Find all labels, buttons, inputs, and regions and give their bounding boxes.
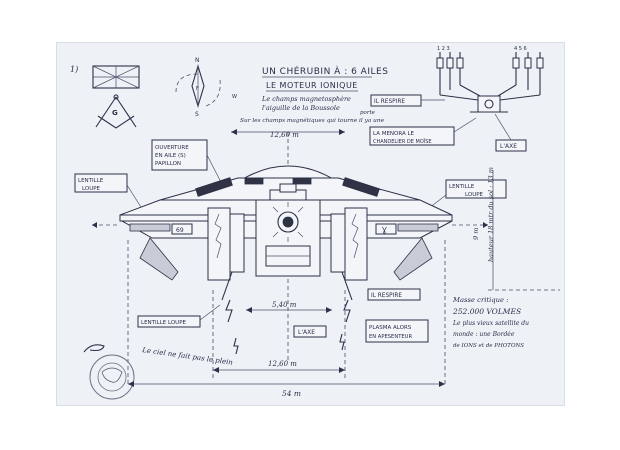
compass-north: N <box>195 57 200 64</box>
respire-bottom-box <box>367 288 421 301</box>
svg-text:G: G <box>112 109 118 117</box>
label-menora-1: LA MENORA LE <box>373 131 415 137</box>
plasma-box <box>365 319 429 343</box>
note-magnetic-2: l'aiguille de la Boussole <box>262 104 340 112</box>
note-critical-1: Masse critique : <box>452 296 509 304</box>
svg-text:1 2 3: 1 2 3 <box>437 46 450 52</box>
ouverture-box <box>151 139 208 171</box>
label-ouverture-2: EN AILE (S) <box>155 153 186 159</box>
note-critical-4: monde : une Bordée <box>453 331 515 338</box>
note-magnetic-3b: porte <box>360 110 376 116</box>
dim-top: 12,60 m <box>270 131 299 139</box>
note-height-9m: 9 m <box>472 228 480 240</box>
seal-stamp-icon <box>83 344 135 400</box>
compass-west: W <box>232 94 237 100</box>
compass-square-icon: G <box>95 94 137 129</box>
label-lentille-bottom: LENTILLE LOUPE <box>141 320 187 326</box>
note-magnetic-1: Le champs magnetosphère <box>261 95 351 103</box>
note-critical-2: 252.000 VOLMES <box>452 307 521 316</box>
panel-right-box <box>375 223 397 235</box>
lentille-right-box <box>445 179 507 199</box>
label-plasma-2: EN APESENTEUR <box>369 334 412 340</box>
panel-right-label: Ɣ <box>382 226 387 234</box>
page-number: 1) <box>70 65 78 74</box>
lentille-left-box <box>74 173 128 193</box>
saucer-body: 69 Ɣ <box>92 165 488 355</box>
note-critical-3: Le plus vieux satellite du <box>452 320 529 327</box>
label-axe-bottom: L'AXE <box>298 329 315 336</box>
compass-rose-icon: N S W F <box>175 57 237 118</box>
label-lentille-right-1: LENTILLE <box>449 184 475 190</box>
label-lentille-left-1: LENTILLE <box>78 178 104 184</box>
svg-text:4 5 6: 4 5 6 <box>514 46 527 52</box>
label-axe-top: L'AXE <box>500 143 517 150</box>
respire-top-box <box>370 94 422 107</box>
dim-bottom-inner: 12,60 m <box>268 360 297 368</box>
label-menora-2: CHANDELIER DE MOÏSE <box>373 138 432 145</box>
note-magnetic-3: Sur les champs magnétiques qui tourne il… <box>240 117 385 124</box>
axe-bottom-box <box>293 325 327 338</box>
title-line2: LE MOTEUR IONIQUE <box>266 81 358 90</box>
label-plasma-1: PLASMA ALORS <box>369 325 412 331</box>
dim-middle: 5,40 m <box>272 301 297 309</box>
label-ouverture-1: OUVERTURE <box>155 145 189 151</box>
compass-south: S <box>195 111 199 118</box>
menora-box <box>369 126 455 146</box>
compass-center: F <box>196 86 199 92</box>
label-lentille-right-2: LOUPE <box>465 192 484 198</box>
label-respire-bottom: IL RESPIRE <box>371 293 402 299</box>
panel-left-box <box>171 223 193 235</box>
lentille-bottom-box <box>137 315 201 328</box>
panel-left-label: 69 <box>176 227 184 234</box>
title-line1: UN CHÉRUBIN À : 6 AILES <box>262 65 388 77</box>
label-ouverture-3: PAPILLON <box>155 161 181 167</box>
label-respire-top: IL RESPIRE <box>374 99 405 105</box>
note-height-label: hauteur 18 mtr du sol : 13 m <box>487 167 495 262</box>
note-critical-5: de IONS et de PHOTONS <box>453 343 524 349</box>
note-sky: Le ciel ne fait pas le plein <box>141 346 234 367</box>
flag-icon <box>92 65 140 89</box>
menorah-apparatus: 1 2 3 4 5 6 <box>436 46 544 113</box>
label-lentille-left-2: LOUPE <box>82 186 101 192</box>
dim-bottom-total: 54 m <box>282 389 301 398</box>
